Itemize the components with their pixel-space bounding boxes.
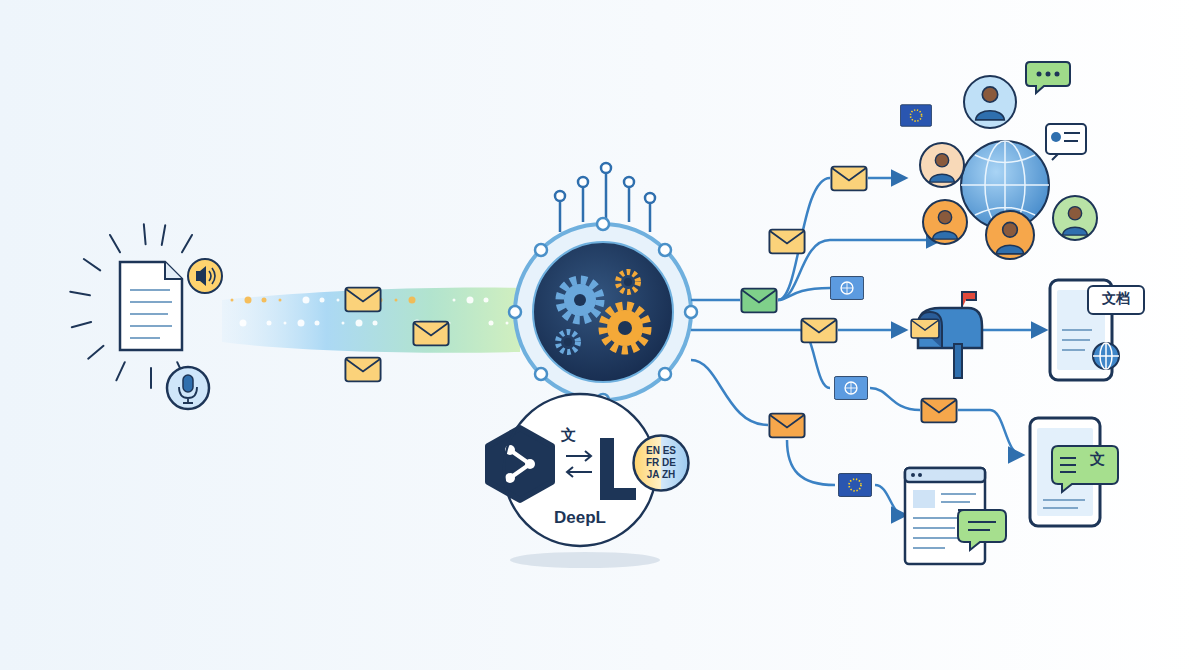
screen-glyph: 文档 — [1102, 291, 1130, 305]
particle — [489, 321, 494, 326]
un-flag — [830, 277, 863, 300]
particle — [231, 299, 234, 302]
particle — [267, 321, 272, 326]
particle — [395, 299, 398, 302]
ray — [182, 235, 192, 252]
particle — [342, 322, 345, 325]
particle — [467, 297, 474, 304]
ray — [162, 225, 165, 245]
envelope — [769, 414, 804, 438]
shadow — [510, 552, 660, 568]
mailbox — [911, 292, 982, 378]
ray — [84, 259, 100, 270]
envelope — [413, 322, 448, 346]
screen-glyph: 文 — [1090, 452, 1105, 467]
particle — [303, 297, 310, 304]
ray — [72, 322, 91, 327]
particle — [409, 297, 416, 304]
particle — [240, 320, 247, 327]
particle — [262, 298, 267, 303]
un-flag — [834, 377, 867, 400]
logo-art — [488, 394, 656, 546]
envelope — [345, 288, 380, 312]
brand-name: DeepL — [554, 508, 606, 528]
particle — [320, 298, 325, 303]
particle — [315, 321, 320, 326]
tablet-device — [1030, 418, 1118, 526]
ray — [116, 362, 124, 380]
language-badge: EN ES FR DE JA ZH — [632, 434, 690, 492]
envelope — [801, 319, 836, 343]
envelope — [769, 230, 804, 254]
eu-flag — [838, 474, 871, 497]
particle — [284, 322, 287, 325]
badge-circle — [504, 394, 656, 546]
tablet-device — [1050, 280, 1144, 380]
hub-antennae — [555, 163, 655, 232]
microphone-icon — [167, 367, 209, 409]
ray — [88, 346, 103, 359]
envelope — [921, 399, 956, 423]
envelope — [831, 167, 866, 191]
particle — [506, 322, 509, 325]
radiating-rays — [70, 224, 192, 388]
data-stream — [222, 288, 520, 353]
badge-circle — [634, 436, 689, 491]
distribution-lines — [691, 178, 1045, 515]
particle — [298, 320, 305, 327]
processing-hub — [509, 218, 697, 406]
language-codes: EN ES FR DE JA ZH — [642, 445, 680, 481]
particle — [484, 298, 489, 303]
ray — [150, 368, 152, 388]
particle — [373, 321, 378, 326]
translate-glyph: 文 — [561, 428, 576, 443]
particle — [279, 299, 282, 302]
particle — [356, 320, 363, 327]
envelope — [741, 289, 776, 313]
particle — [453, 299, 456, 302]
envelope — [345, 358, 380, 382]
audience-group — [900, 62, 1097, 259]
ray — [70, 292, 90, 295]
ray — [110, 235, 120, 252]
speaker-bubble — [188, 259, 222, 293]
document-icon — [120, 262, 182, 350]
logo-badge: EN ES FR DE JA ZH DeepL — [480, 390, 700, 550]
particle — [337, 299, 340, 302]
gears — [558, 272, 647, 352]
particle — [245, 297, 252, 304]
ray — [144, 224, 146, 244]
web-page — [905, 468, 1006, 564]
